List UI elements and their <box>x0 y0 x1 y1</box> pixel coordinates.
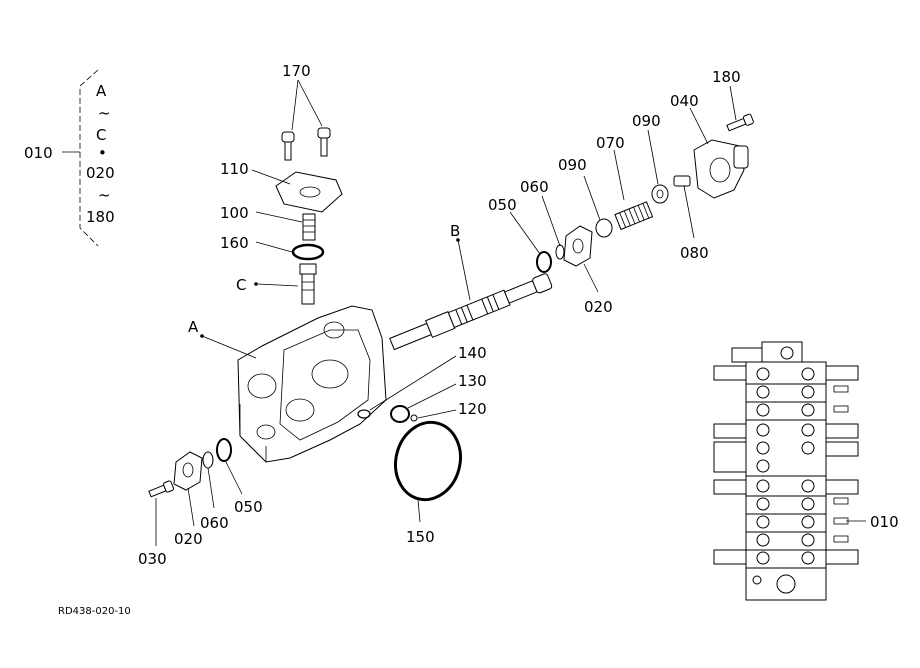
left-end-parts: 050 060 020 030 <box>138 438 263 568</box>
bracket-line-a: A <box>96 82 107 100</box>
seat-090-left <box>595 218 613 238</box>
bolt-030 <box>148 480 175 498</box>
label-170: 170 <box>282 62 311 80</box>
end-cap-040 <box>693 139 745 199</box>
label-040: 040 <box>670 92 699 110</box>
bolt-170-left <box>281 131 295 161</box>
valve-stack-overview: 010 <box>713 341 899 601</box>
valve-body-a: A <box>188 305 387 463</box>
label-050-top: 050 <box>488 196 517 214</box>
o-ring-140 <box>357 409 371 419</box>
label-090-left: 090 <box>558 156 587 174</box>
right-end-cap-parts: 050 060 020 090 070 090 <box>488 68 754 316</box>
spring-100 <box>302 213 316 241</box>
spool-b: B <box>389 222 553 351</box>
bracket-group: 010 A ~ C • 020 ~ 180 <box>24 69 115 247</box>
label-080: 080 <box>680 244 709 262</box>
label-010-side: 010 <box>870 513 899 531</box>
bracket-line-tilde-1: ~ <box>98 104 111 122</box>
label-100: 100 <box>220 204 249 222</box>
label-060-top: 060 <box>520 178 549 196</box>
label-020-top: 020 <box>584 298 613 316</box>
bolt-170-right <box>317 127 331 157</box>
label-150: 150 <box>406 528 435 546</box>
bracket-line-180: 180 <box>86 208 115 226</box>
label-140: 140 <box>458 344 487 362</box>
reference-code: RD438-020-10 <box>58 606 131 617</box>
label-120: 120 <box>458 400 487 418</box>
label-090-right: 090 <box>632 112 661 130</box>
seat-090-right <box>651 184 669 204</box>
stopper-080 <box>673 175 695 239</box>
bracket-line-dot: • <box>98 144 107 162</box>
o-ring-160 <box>291 243 325 261</box>
seals-group: 140 130 120 150 <box>357 344 487 546</box>
bracket-line-tilde-2: ~ <box>98 186 111 204</box>
label-060-bottom: 060 <box>200 514 229 532</box>
bracket-code-label: 010 <box>24 144 53 162</box>
bolt-180 <box>726 113 754 132</box>
o-ring-050-top <box>536 251 552 273</box>
cover-plate-110 <box>275 171 343 213</box>
label-070: 070 <box>596 134 625 152</box>
washer-060-top <box>555 244 565 260</box>
bracket-line-020: 020 <box>86 164 115 182</box>
leader-dot-c <box>254 282 258 286</box>
label-c: C <box>236 276 246 294</box>
label-160: 160 <box>220 234 249 252</box>
o-ring-050-bottom <box>216 438 232 462</box>
o-ring-150 <box>394 420 462 502</box>
spring-070 <box>614 201 654 231</box>
flange-020-top <box>563 225 593 267</box>
label-020-bottom: 020 <box>174 530 203 548</box>
flange-020-bottom <box>173 451 203 491</box>
label-110: 110 <box>220 160 249 178</box>
ring-120 <box>410 414 418 422</box>
label-050-bottom: 050 <box>234 498 263 516</box>
leader-dot-b <box>456 238 460 242</box>
o-ring-130 <box>390 405 410 423</box>
label-b: B <box>450 222 460 240</box>
label-a: A <box>188 318 199 336</box>
bracket-line-c: C <box>96 126 106 144</box>
washer-060-bottom <box>202 451 214 469</box>
plug-c <box>299 263 317 305</box>
leader-dot-a <box>200 334 204 338</box>
label-030: 030 <box>138 550 167 568</box>
cover-assembly: 170 110 100 160 C <box>220 62 343 305</box>
label-130: 130 <box>458 372 487 390</box>
label-180: 180 <box>712 68 741 86</box>
